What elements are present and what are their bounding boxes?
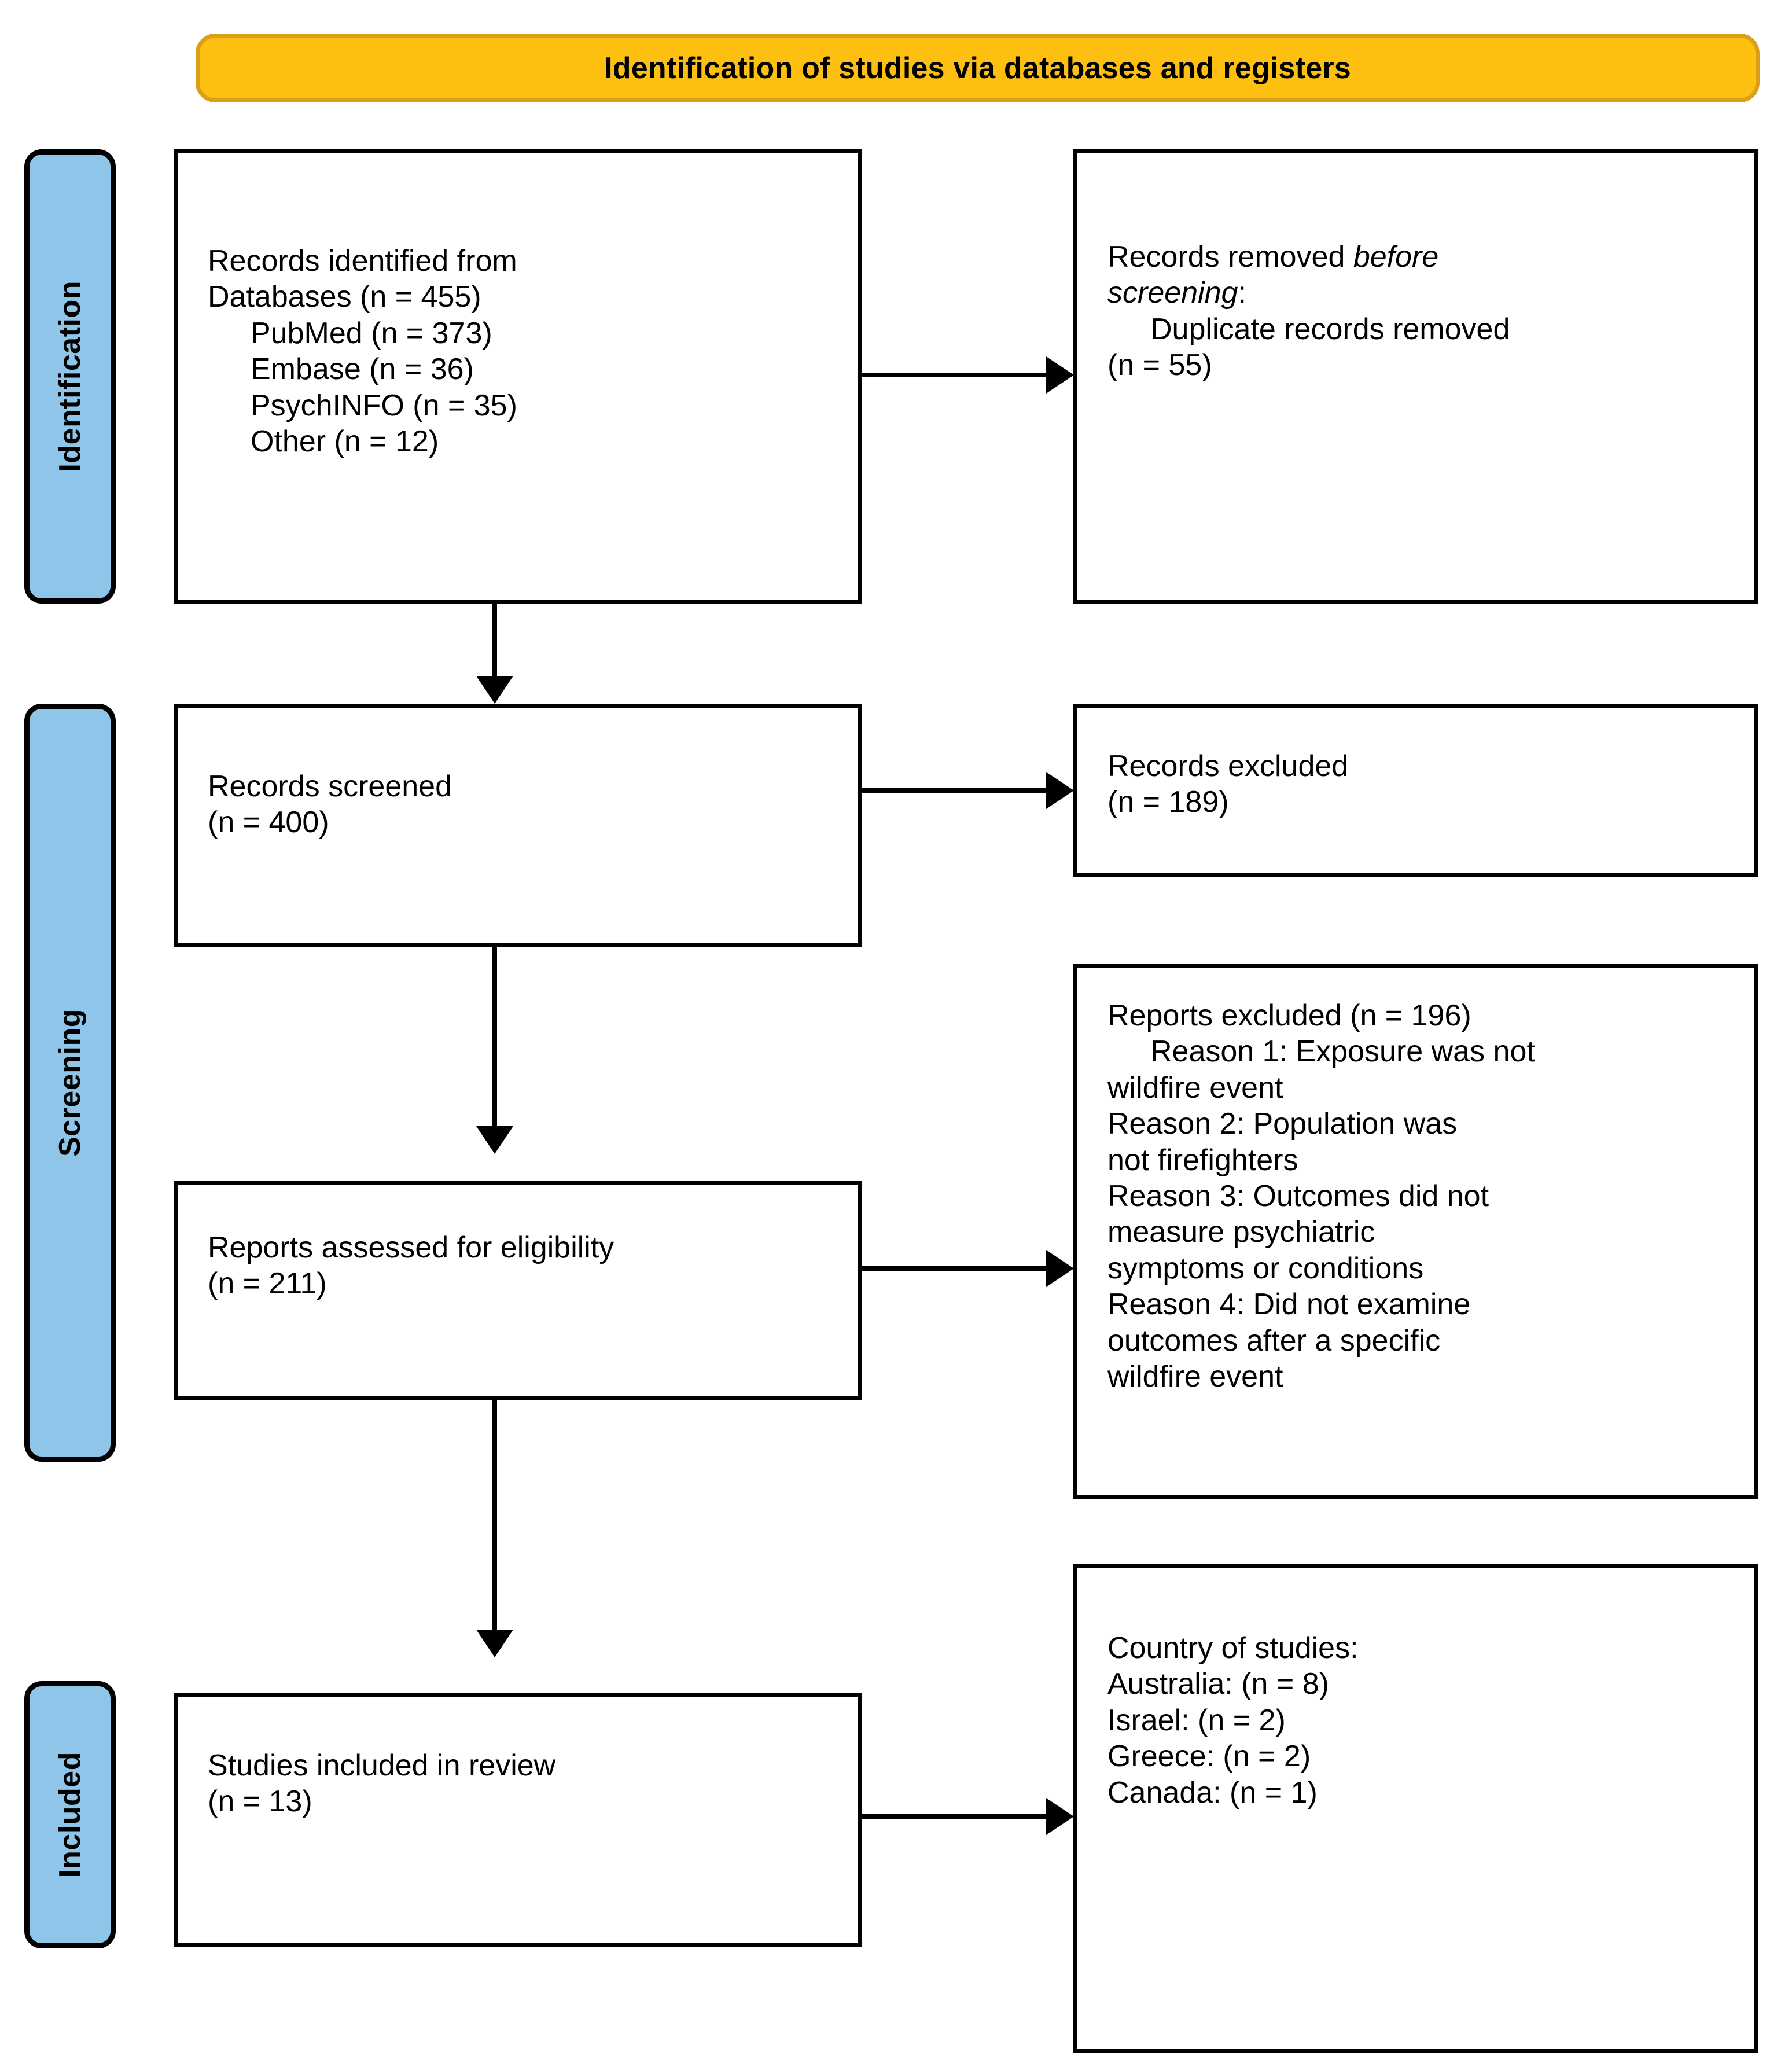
records-identified-line-6: Other (n = 12) [251,424,439,458]
records-removed-colon: : [1238,276,1246,310]
records-identified-line-1: Records identified from [208,244,517,278]
country-line-1: Country of studies: [1107,1631,1359,1665]
reason-3-line-a: Reason 3: Outcomes did not [1107,1179,1489,1213]
stage-label-identification: Identification [53,281,87,472]
records-excluded-line-1: Records excluded [1107,749,1349,783]
records-removed-line-4: (n = 55) [1107,348,1212,383]
country-line-4: Greece: (n = 2) [1107,1740,1311,1774]
records-identified-line-4: Embase (n = 36) [251,352,474,387]
reason-2-line-a: Reason 2: Population was [1107,1107,1458,1141]
reason-4-line-a: Reason 4: Did not examine [1107,1288,1471,1322]
connector-line [492,947,497,1129]
arrow-head-down-icon [476,1630,513,1657]
stage-label-included: Included [53,1752,87,1878]
box-records-removed-text: Records removed before screening: Duplic… [1107,239,1740,384]
records-removed-italic-screening: screening [1107,276,1238,310]
records-screened-line-2: (n = 400) [208,806,329,840]
stage-bar-identification: Identification [24,149,116,604]
connector-line [862,373,1047,377]
box-records-identified: Records identified from Databases (n = 4… [174,149,862,604]
reason-4-line-b: outcomes after a specific [1107,1323,1441,1358]
reason-1-line-a: Reason 1: Exposure was not [1150,1035,1535,1069]
box-records-removed-before-screening: Records removed before screening: Duplic… [1073,149,1758,604]
arrow-head-down-icon [476,1126,513,1154]
reason-2-line-b: not firefighters [1107,1143,1298,1177]
connector-line [862,1266,1047,1271]
box-studies-included-in-review: Studies included in review (n = 13) [174,1693,862,1947]
box-records-screened: Records screened (n = 400) [174,704,862,947]
stage-label-screening: Screening [53,1009,87,1157]
arrow-head-right-icon [1046,1250,1074,1287]
eligibility-line-1: Reports assessed for eligibility [208,1231,614,1264]
arrow-head-down-icon [476,676,513,704]
stage-bar-screening: Screening [24,704,116,1462]
box-country-of-studies-text: Country of studies: Australia: (n = 8) I… [1107,1630,1740,1811]
box-country-of-studies: Country of studies: Australia: (n = 8) I… [1073,1564,1758,2053]
arrow-head-right-icon [1046,772,1074,809]
arrow-head-right-icon [1046,356,1074,394]
box-records-screened-text: Records screened (n = 400) [208,768,844,841]
box-records-identified-text: Records identified from Databases (n = 4… [208,243,844,459]
country-line-5: Canada: (n = 1) [1107,1775,1318,1810]
box-records-excluded: Records excluded (n = 189) [1073,704,1758,877]
arrow-head-right-icon [1046,1798,1074,1835]
records-removed-line-3: Duplicate records removed [1150,312,1510,346]
banner-title: Identification of studies via databases … [604,51,1351,85]
stage-bar-included: Included [24,1681,116,1948]
records-excluded-line-2: (n = 189) [1107,785,1229,819]
records-identified-line-5: PsychINFO (n = 35) [251,388,517,422]
reason-1-line-b: wildfire event [1107,1071,1283,1105]
box-reports-excluded: Reports excluded (n = 196) Reason 1: Exp… [1073,964,1758,1499]
included-review-line-2: (n = 13) [208,1785,312,1819]
records-identified-line-2: Databases (n = 455) [208,280,481,314]
reports-excluded-line-1: Reports excluded (n = 196) [1107,999,1471,1032]
records-removed-italic-before: before [1353,240,1439,274]
connector-line [492,604,497,679]
box-reports-assessed-eligibility: Reports assessed for eligibility (n = 21… [174,1181,862,1400]
box-studies-included-text: Studies included in review (n = 13) [208,1748,844,1820]
box-reports-excluded-text: Reports excluded (n = 196) Reason 1: Exp… [1107,998,1740,1395]
included-review-line-1: Studies included in review [208,1749,556,1782]
reason-4-line-c: wildfire event [1107,1359,1283,1393]
reason-3-line-c: symptoms or conditions [1107,1251,1424,1285]
eligibility-line-2: (n = 211) [208,1267,327,1301]
connector-line [862,788,1047,793]
box-reports-assessed-text: Reports assessed for eligibility (n = 21… [208,1230,844,1302]
box-records-excluded-text: Records excluded (n = 189) [1107,748,1740,821]
records-removed-lead: Records removed [1107,240,1353,274]
country-line-3: Israel: (n = 2) [1107,1703,1286,1737]
diagram-header-banner: Identification of studies via databases … [196,34,1760,102]
records-screened-line-1: Records screened [208,770,452,803]
reason-3-line-b: measure psychiatric [1107,1215,1375,1249]
country-line-2: Australia: (n = 8) [1107,1667,1329,1701]
connector-line [492,1400,497,1632]
connector-line [862,1814,1047,1819]
records-identified-line-3: PubMed (n = 373) [251,316,492,350]
